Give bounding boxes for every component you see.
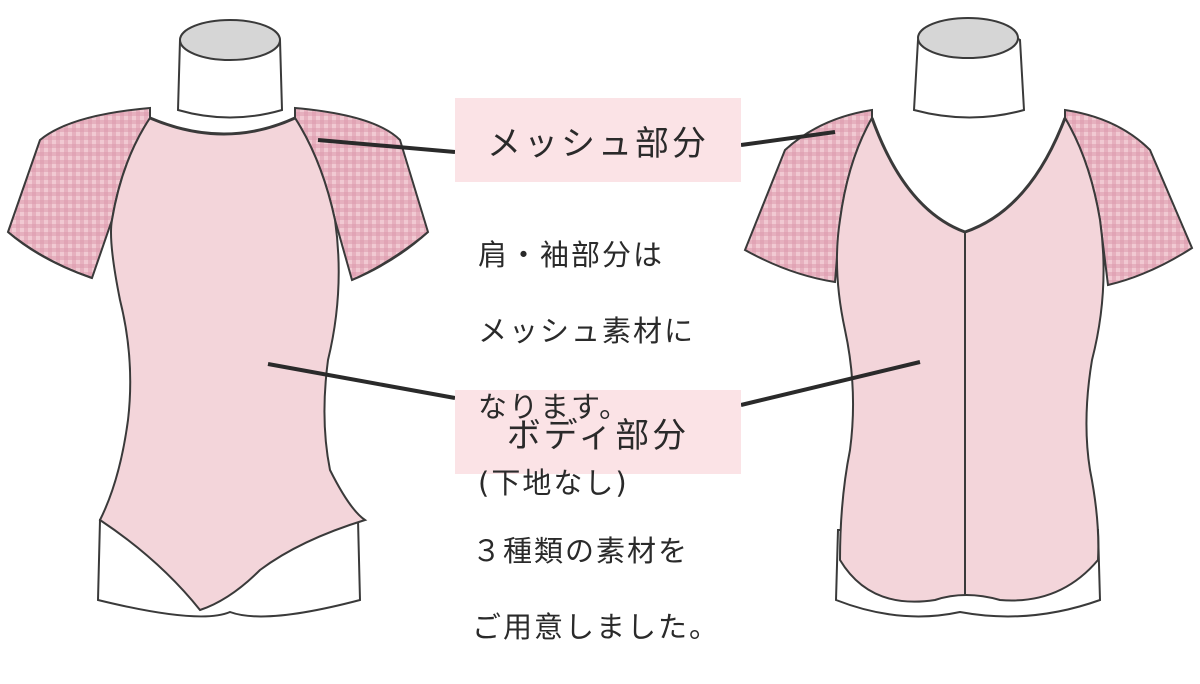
front-left-cuff (7, 231, 93, 279)
body-desc-line: ３種類の素材を (472, 534, 690, 568)
leotard-diagram (6, 17, 1194, 618)
body-desc-line: ご用意しました。 (472, 610, 721, 644)
back-garment-body (835, 115, 1105, 603)
front-garment-body (98, 116, 368, 612)
body-description: ３種類の素材を ご用意しました。 (472, 494, 762, 684)
body-label-text: ボディ部分 (506, 415, 690, 456)
leader-line-body-back (740, 360, 921, 407)
mesh-label-text: メッシュ部分 (487, 123, 709, 164)
body-label: ボディ部分 (455, 390, 741, 474)
leader-line-mesh-front (317, 138, 456, 154)
front-neckline (149, 116, 296, 136)
mesh-desc-line: (下地なし) (478, 466, 629, 500)
leader-line-body-front (267, 362, 456, 400)
mesh-desc-line: なります。 (478, 390, 631, 424)
leader-line-mesh-back (740, 130, 836, 147)
mesh-description: 肩・袖部分は メッシュ素材に なります。 (下地なし) (478, 198, 748, 540)
mesh-desc-line: 肩・袖部分は (478, 238, 665, 272)
front-mannequin-top (179, 19, 281, 61)
back-mannequin-top (917, 17, 1019, 59)
back-view (743, 17, 1194, 618)
mesh-desc-line: メッシュ素材に (478, 314, 696, 348)
mesh-label: メッシュ部分 (455, 98, 741, 182)
front-right-cuff (351, 231, 429, 281)
front-view (6, 19, 430, 618)
